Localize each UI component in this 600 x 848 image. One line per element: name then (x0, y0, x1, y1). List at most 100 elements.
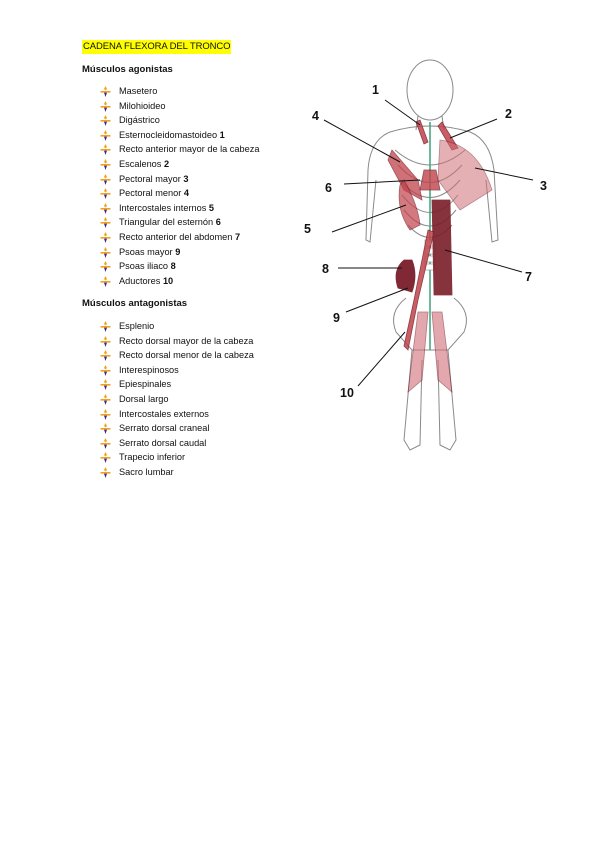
iliopsoas-muscle (396, 260, 415, 292)
list-item: Recto dorsal mayor de la cabeza (100, 334, 254, 349)
list-item-label: Esternocleidomastoideo (119, 130, 217, 140)
bullet-icon (100, 130, 111, 141)
list-item-label: Triangular del esternón (119, 217, 213, 227)
list-item-label: Epiespinales (119, 379, 171, 389)
list-item-label: Interespinosos (119, 365, 179, 375)
list-item-label: Recto anterior del abdomen (119, 232, 232, 242)
list-item-label: Serrato dorsal craneal (119, 423, 209, 433)
list-item-label: Recto dorsal menor de la cabeza (119, 350, 254, 360)
list-item-label: Serrato dorsal caudal (119, 438, 206, 448)
list-item: Recto anterior mayor de la cabeza (100, 142, 259, 157)
muscles (388, 120, 492, 392)
bullet-icon (100, 232, 111, 243)
bullet-icon (100, 350, 111, 361)
list-item-label: Psoas mayor (119, 247, 173, 257)
list-item-label: Dorsal largo (119, 394, 169, 404)
list-item-label: Aductores (119, 276, 160, 286)
list-item-label: Milohioideo (119, 101, 165, 111)
list-item: Serrato dorsal caudal (100, 436, 254, 451)
list-item: Triangular del esternón 6 (100, 215, 259, 230)
anatomy-illustration: 1 2 3 4 5 6 7 8 9 10 (300, 50, 560, 470)
document-title: CADENA FLEXORA DEL TRONCO (82, 40, 231, 54)
list-item: Sacro lumbar (100, 465, 254, 480)
bullet-icon (100, 159, 111, 170)
list-item-label: Escalenos (119, 159, 161, 169)
figure-reference-number: 9 (175, 247, 180, 257)
list-item-label: Sacro lumbar (119, 467, 174, 477)
callout-2: 2 (505, 107, 512, 121)
list-item: Pectoral menor 4 (100, 186, 259, 201)
figure-reference-number: 10 (163, 276, 173, 286)
list-item: Trapecio inferior (100, 450, 254, 465)
list-item: Esplenio (100, 319, 254, 334)
callout-5: 5 (304, 222, 311, 236)
pectoralis-major-muscle (438, 140, 492, 210)
list-item-label: Digástrico (119, 115, 160, 125)
callout-6: 6 (325, 181, 332, 195)
list-item: Psoas mayor 9 (100, 245, 259, 260)
callout-1: 1 (372, 83, 379, 97)
bullet-icon (100, 467, 111, 478)
list-item: Recto anterior del abdomen 7 (100, 230, 259, 245)
list-item: Aductores 10 (100, 274, 259, 289)
list-item: Digástrico (100, 113, 259, 128)
list-item: Recto dorsal menor de la cabeza (100, 348, 254, 363)
figure-reference-number: 2 (164, 159, 169, 169)
list-item-label: Pectoral mayor (119, 174, 181, 184)
list-item: Esternocleidomastoideo 1 (100, 128, 259, 143)
bullet-icon (100, 321, 111, 332)
figure-reference-number: 6 (216, 217, 221, 227)
list-item: Pectoral mayor 3 (100, 172, 259, 187)
figure-reference-number: 4 (184, 188, 189, 198)
list-item-label: Intercostales internos (119, 203, 206, 213)
list-item: Masetero (100, 84, 259, 99)
callout-10: 10 (340, 386, 354, 400)
figure-reference-number: 3 (183, 174, 188, 184)
callout-8: 8 (322, 262, 329, 276)
list-item-label: Psoas iliaco (119, 261, 168, 271)
bullet-icon (100, 438, 111, 449)
list-item: Dorsal largo (100, 392, 254, 407)
list-item-label: Masetero (119, 86, 157, 96)
bullet-icon (100, 394, 111, 405)
figure-reference-number: 1 (220, 130, 225, 140)
list-item: Serrato dorsal craneal (100, 421, 254, 436)
list-item: Escalenos 2 (100, 157, 259, 172)
transversus-thoracis-muscle (420, 170, 440, 190)
agonists-heading: Músculos agonistas (82, 64, 173, 75)
bullet-icon (100, 144, 111, 155)
list-item-label: Trapecio inferior (119, 452, 185, 462)
list-item: Intercostales externos (100, 407, 254, 422)
bullet-icon (100, 217, 111, 228)
bullet-icon (100, 365, 111, 376)
list-item-label: Recto dorsal mayor de la cabeza (119, 336, 253, 346)
bullet-icon (100, 452, 111, 463)
bullet-icon (100, 203, 111, 214)
bullet-icon (100, 276, 111, 287)
antagonists-heading: Músculos antagonistas (82, 298, 187, 309)
skeleton-outline (366, 60, 498, 450)
list-item: Psoas iliaco 8 (100, 259, 259, 274)
figure-reference-number: 8 (171, 261, 176, 271)
bullet-icon (100, 115, 111, 126)
figure-reference-number: 5 (209, 203, 214, 213)
bullet-icon (100, 261, 111, 272)
list-item-label: Esplenio (119, 321, 154, 331)
adductor-right-muscle (432, 312, 452, 392)
bullet-icon (100, 423, 111, 434)
list-item: Milohioideo (100, 99, 259, 114)
list-item-label: Recto anterior mayor de la cabeza (119, 144, 259, 154)
bullet-icon (100, 188, 111, 199)
callout-7: 7 (525, 270, 532, 284)
list-item: Intercostales internos 5 (100, 201, 259, 216)
list-item: Epiespinales (100, 377, 254, 392)
bullet-icon (100, 86, 111, 97)
callout-9: 9 (333, 311, 340, 325)
figure-reference-number: 7 (235, 232, 240, 242)
list-item-label: Pectoral menor (119, 188, 181, 198)
list-item: Interespinosos (100, 363, 254, 378)
bullet-icon (100, 174, 111, 185)
bullet-icon (100, 379, 111, 390)
callout-4: 4 (312, 109, 319, 123)
